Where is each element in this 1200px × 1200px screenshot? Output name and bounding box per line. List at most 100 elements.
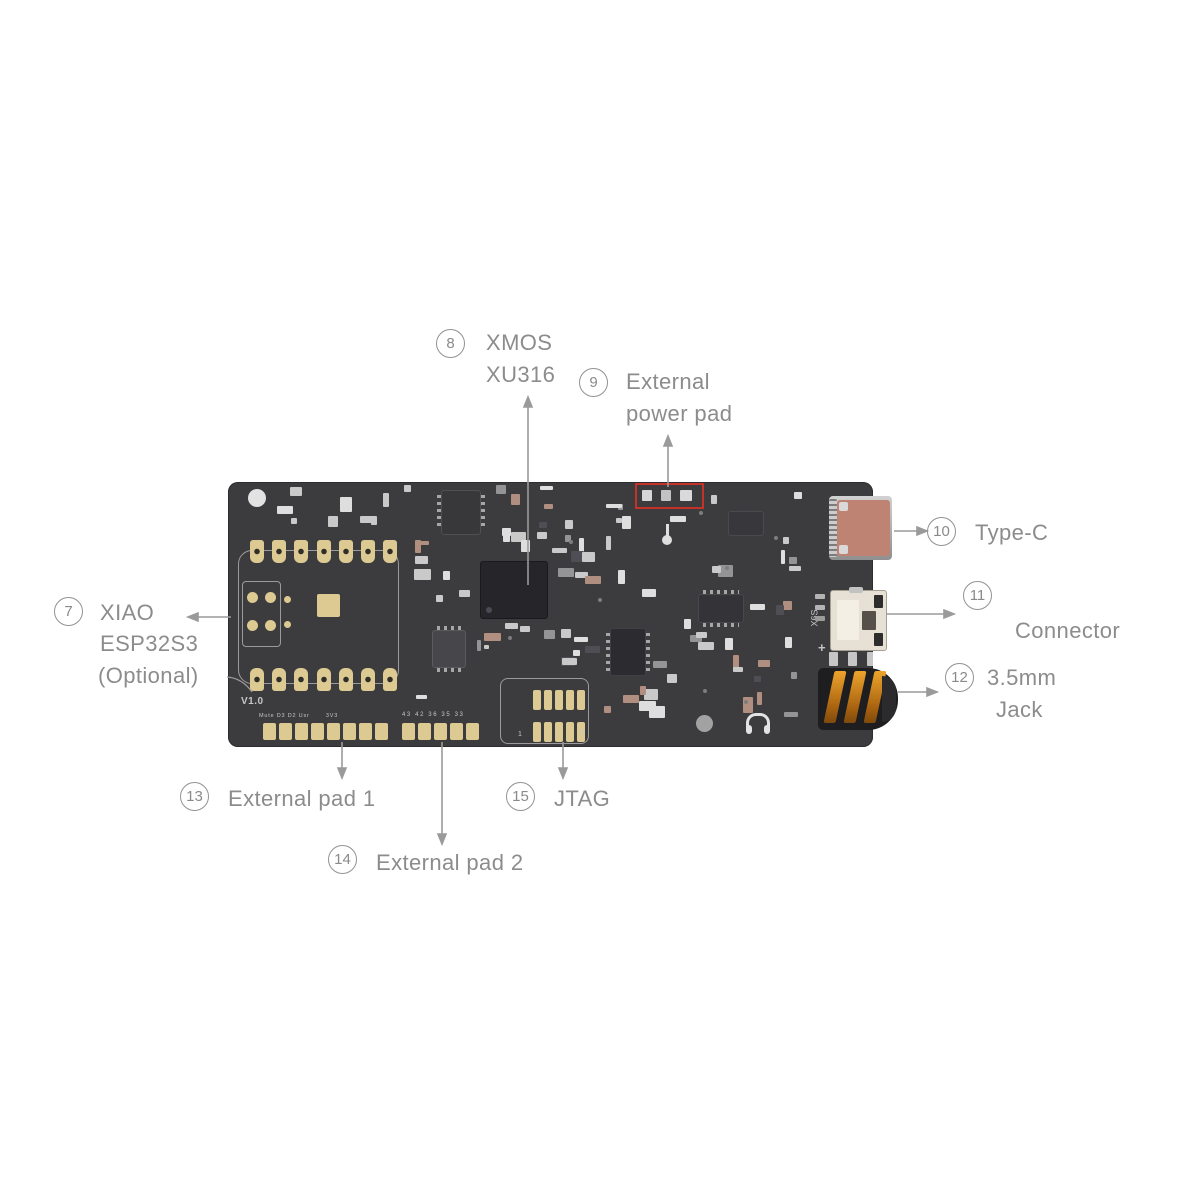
annotation-badge-7: 7 [54,597,83,626]
castellated-pad [383,668,398,691]
jtag-pad [544,690,552,710]
external-pad [418,723,431,740]
annotation-label-pad1: External pad 1 [228,786,376,811]
external-pad [375,723,388,740]
smd-component [783,601,792,610]
smd-component [502,529,510,543]
smd-component [617,569,626,584]
smd-component [784,636,793,648]
annotation-label-xmos-1: XMOS [486,330,553,355]
smd-component [521,540,530,552]
external-pad [311,723,324,740]
type-c-port [829,496,892,560]
smd-component [643,688,658,701]
castellated-pad [250,668,264,691]
flash-chip [437,490,485,535]
smd-component [414,539,421,553]
smd-component [683,618,691,629]
pcb-board: 1 9 Mute D3 D2 Usr 3V3 43 42 36 35 33 V1… [228,482,898,747]
smd-component [511,531,527,542]
smd-component [710,494,717,505]
eeprom-chip [432,626,466,672]
annotation-label-connector: Connector [1015,618,1121,643]
smd-component [783,536,790,544]
smd-component [383,492,389,507]
smd-component [696,632,707,639]
castellated-pad [272,668,287,691]
smd-component [666,674,678,683]
castellated-pad [294,540,309,563]
jtag-pin1-label: 1 [518,731,522,738]
smd-component [484,632,502,642]
via [699,511,703,516]
smd-component [551,547,567,553]
smd-component [758,660,771,668]
smd-component [754,676,761,682]
smd-component [476,639,481,652]
external-pad [295,723,308,740]
smd-component [560,628,571,639]
smd-component [538,521,547,529]
smd-component [732,667,744,672]
xmos-xu316-chip [480,561,548,619]
smd-component [639,701,657,711]
smd-component [435,594,444,603]
smd-component [698,642,715,650]
smd-component [649,706,665,718]
via [568,540,573,545]
smd-component [605,536,612,550]
annotation-badge-13: 13 [180,782,209,811]
smd-component [340,496,352,512]
castellated-pad [338,668,353,691]
smd-component [788,556,797,564]
external-pad [434,723,447,740]
smd-component [750,604,765,611]
smd-component [756,692,762,705]
annotation-label-xiao-2: ESP32S3 [100,631,199,656]
codec-chip [606,628,650,676]
xiao-inner-outline [242,581,281,647]
mounting-hole-top-left [248,489,266,507]
smd-component [711,566,721,573]
jtag-outline [500,678,589,744]
castellated-pad [294,668,309,691]
annotation-label-power-1: External [626,369,710,394]
smd-component [416,540,429,545]
external-pad1-labels: Mute D3 D2 Usr 3V3 [259,713,339,719]
castellated-pad [361,540,375,563]
via [724,566,729,571]
smd-component [520,625,531,633]
external-pad [402,723,415,740]
battery-plus-label: + [818,640,826,655]
smd-component [572,650,581,657]
smd-component [571,550,585,562]
through-hole-pad [284,596,291,603]
smd-component [328,516,338,528]
smd-component [742,696,753,714]
silkscreen-teardrop [662,524,672,545]
annotation-badge-15: 15 [506,782,535,811]
smd-component [483,645,490,650]
through-hole-pad [265,620,276,631]
smd-component [794,491,802,500]
annotation-label-xiao-1: XIAO [100,600,155,625]
annotation-badge-11: 11 [963,581,992,610]
external-pad [343,723,356,740]
through-hole-pad [284,621,291,628]
smd-component [640,685,647,695]
smd-component [725,637,734,650]
smd-component [443,571,450,581]
smd-component [780,549,786,564]
smd-component [562,658,577,666]
headphone-icon [746,713,770,734]
jtag-pad [566,722,574,742]
jtag-pad [577,722,585,742]
mounting-hole-bottom-right [696,715,713,732]
jtag-pad [577,690,585,710]
castellated-pad [316,668,331,691]
smd-component [495,485,507,494]
jtag-pad [544,722,552,742]
pcb-surface: 1 9 Mute D3 D2 Usr 3V3 43 42 36 35 33 V1… [228,482,873,747]
smd-component [604,705,611,714]
